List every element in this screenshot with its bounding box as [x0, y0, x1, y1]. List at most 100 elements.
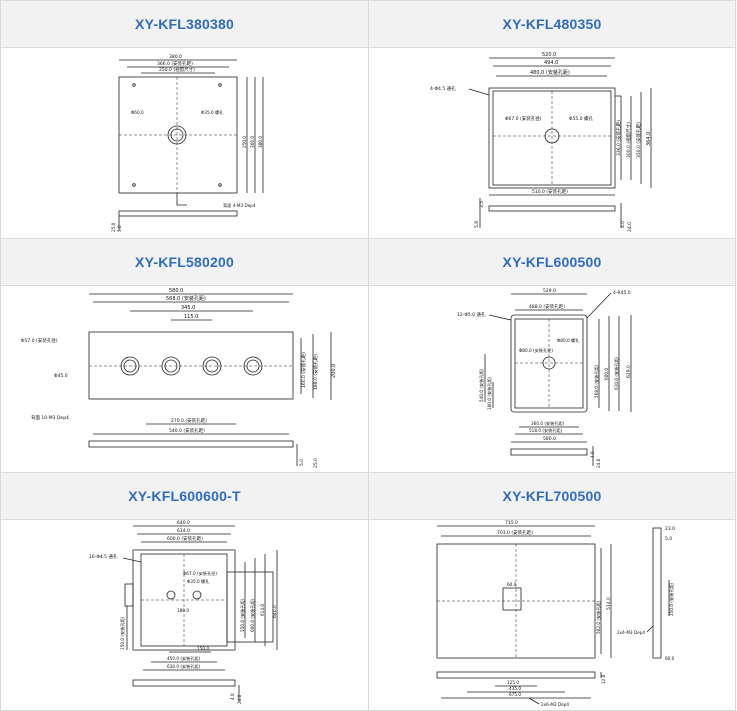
dimension-label: 366.0: [250, 136, 255, 148]
technical-drawing: 715.0 703.0 (安装孔距) 60.0 23.0 5.0 502.0 (…: [369, 520, 735, 710]
dimension-label: 24.0: [596, 458, 601, 468]
dimension-label: 520.0: [542, 52, 556, 58]
drawing-line: [652, 527, 662, 659]
dimension-label: 600.0: [604, 368, 609, 380]
dimension-label: 16-Φ4.5 通孔: [89, 553, 118, 560]
product-card: XY-KFL380380 380.0 366.0 (安装孔距) 250.0 (视…: [1, 1, 369, 239]
dimension-label: 300.0 (视窗尺寸): [625, 122, 632, 158]
dimension-label: 540.0 (安装孔距): [478, 368, 485, 402]
dimension-label: 3.5: [479, 201, 485, 208]
drawing-line: [502, 587, 522, 611]
drawing-line: [218, 183, 222, 187]
dimension-label: 24.0: [237, 694, 242, 704]
drawing-line: [132, 183, 136, 187]
drawing-line: [510, 314, 588, 413]
product-model-title: XY-KFL700500: [369, 473, 735, 520]
dimension-label: 675.0: [509, 692, 521, 697]
technical-drawing: 580.0 568.0 (安装孔距) 345.0 115.0 Φ57.0 (安装…: [1, 286, 368, 472]
dimension-label: 12-Φ5.0 通孔: [457, 311, 486, 318]
technical-drawing: 640.0 614.0 600.0 (安装孔距) 16-Φ4.5 通孔 Φ67.…: [1, 520, 368, 710]
drawing-line: [544, 128, 560, 144]
dimension-label: 514.0: [606, 597, 612, 610]
dimension-label: 600.0 (安装孔距): [167, 535, 203, 542]
product-model-title: XY-KFL380380: [1, 1, 368, 48]
dimension-label: 4-Φ4.5 通孔: [430, 85, 456, 92]
dimension-label: 5.0: [299, 459, 305, 466]
dimension-label: 518.0 (安装孔距): [529, 427, 563, 434]
drawing-line: [166, 590, 176, 600]
dimension-label: Φ80.0 螺孔: [557, 337, 580, 344]
dimension-label: Φ55.0 螺孔: [569, 115, 593, 122]
dimension-label: 366.0 (安装孔距): [157, 60, 193, 67]
drawing-line: [243, 356, 263, 376]
dimension-label: 610.0 (安装孔距): [613, 356, 620, 390]
drawing-line: [202, 356, 222, 376]
drawing-line: [488, 205, 616, 212]
dimension-label: 180.0: [177, 608, 189, 613]
dimension-label: 336.0 (安装孔距): [615, 120, 622, 156]
dimension-label: 480.0 (安装孔距): [530, 69, 570, 76]
dimension-label: 25.0: [313, 458, 319, 468]
dimension-label: 540.0 (安装孔距): [169, 427, 205, 434]
technical-drawing: 520.0 494.0 480.0 (安装孔距) 4-Φ4.5 通孔 Φ67.0…: [369, 48, 735, 238]
drawing-line: [118, 210, 238, 217]
dimension-label: Φ35.0 螺孔: [187, 578, 210, 585]
dimension-label: 510.0 (安装孔距): [532, 188, 568, 195]
dimension-label: 270.0 (安装孔距): [171, 417, 207, 424]
dimension-label: Φ35.0 螺孔: [201, 109, 224, 116]
product-model-title: XY-KFL600500: [369, 239, 735, 286]
product-card: XY-KFL600500 529.0 488.0 (安装孔距) 4-R45.0 …: [369, 239, 736, 473]
dimension-label: 600.0 (安装孔距): [249, 598, 256, 632]
dimension-label: 5.0: [665, 536, 672, 542]
dimension-label: 150.0 (安装孔距): [119, 616, 126, 650]
dimension-label: 250.0 (安装孔距): [668, 582, 675, 616]
drawing-line: [488, 87, 616, 189]
dimension-label: 4.0: [590, 451, 595, 458]
drawing-line: [88, 440, 294, 448]
drawing-line: [176, 193, 187, 206]
dimension-label: Φ60.0: [131, 110, 144, 115]
dimension-label: 5.0: [117, 225, 122, 232]
drawing-line: [528, 697, 540, 705]
product-model-title: XY-KFL580200: [1, 239, 368, 286]
dimension-label: 60.0: [507, 582, 517, 587]
dimension-label: 494.0: [544, 60, 558, 66]
dimension-label: Φ45.0: [54, 373, 68, 379]
dimension-label: 2x4-M3 Dep4: [617, 630, 645, 635]
drawing-line: [436, 671, 596, 679]
drawing-line: [123, 359, 137, 373]
product-model-title: XY-KFL600600-T: [1, 473, 368, 520]
drawing-line: [161, 356, 181, 376]
drawing-line: [205, 359, 219, 373]
dimension-label: 5.8: [474, 221, 480, 228]
dimension-label: 350.0 (安装孔距): [635, 122, 642, 158]
dimension-label: Φ67.0 (安装孔径): [505, 115, 542, 122]
dimension-label: 380.0: [169, 54, 182, 60]
dimension-label: 250.0: [242, 136, 247, 148]
dimension-label: 115.0: [184, 314, 198, 320]
dimension-label: 背面 4-M3 Dep4: [223, 202, 256, 209]
dimension-label: 640.0: [272, 605, 278, 618]
dimension-label: 614.0: [177, 528, 190, 534]
dimension-label: 568.0 (安装孔距): [166, 295, 206, 302]
drawing-line: [226, 571, 274, 643]
dimension-label: 250.0 (视窗尺寸): [159, 66, 195, 73]
dimension-label: 4.0: [230, 693, 235, 700]
dimension-label: 25.0: [111, 222, 116, 232]
dimension-label: 380.0: [258, 136, 263, 148]
drawing-line: [488, 314, 512, 321]
dimension-label: 360.0 (安装孔距): [531, 420, 565, 427]
drawing-line: [132, 679, 236, 687]
dimension-label: 23.0: [665, 526, 675, 532]
dimension-label: 188.0 (安装孔距): [312, 354, 319, 390]
dimension-label: 150.0: [197, 646, 209, 651]
dimension-label: 580.0: [543, 436, 556, 442]
dimension-label: 640.0: [177, 520, 190, 526]
drawing-line: [510, 448, 588, 456]
dimension-label: 435.0: [509, 686, 521, 691]
dimension-label: 4-R45.0: [613, 290, 631, 296]
dimension-label: 背面 10-M3 Dep4: [31, 414, 69, 421]
dimension-label: 614.0: [260, 604, 265, 616]
dimension-label: 568.0 (安装孔距): [593, 364, 600, 398]
